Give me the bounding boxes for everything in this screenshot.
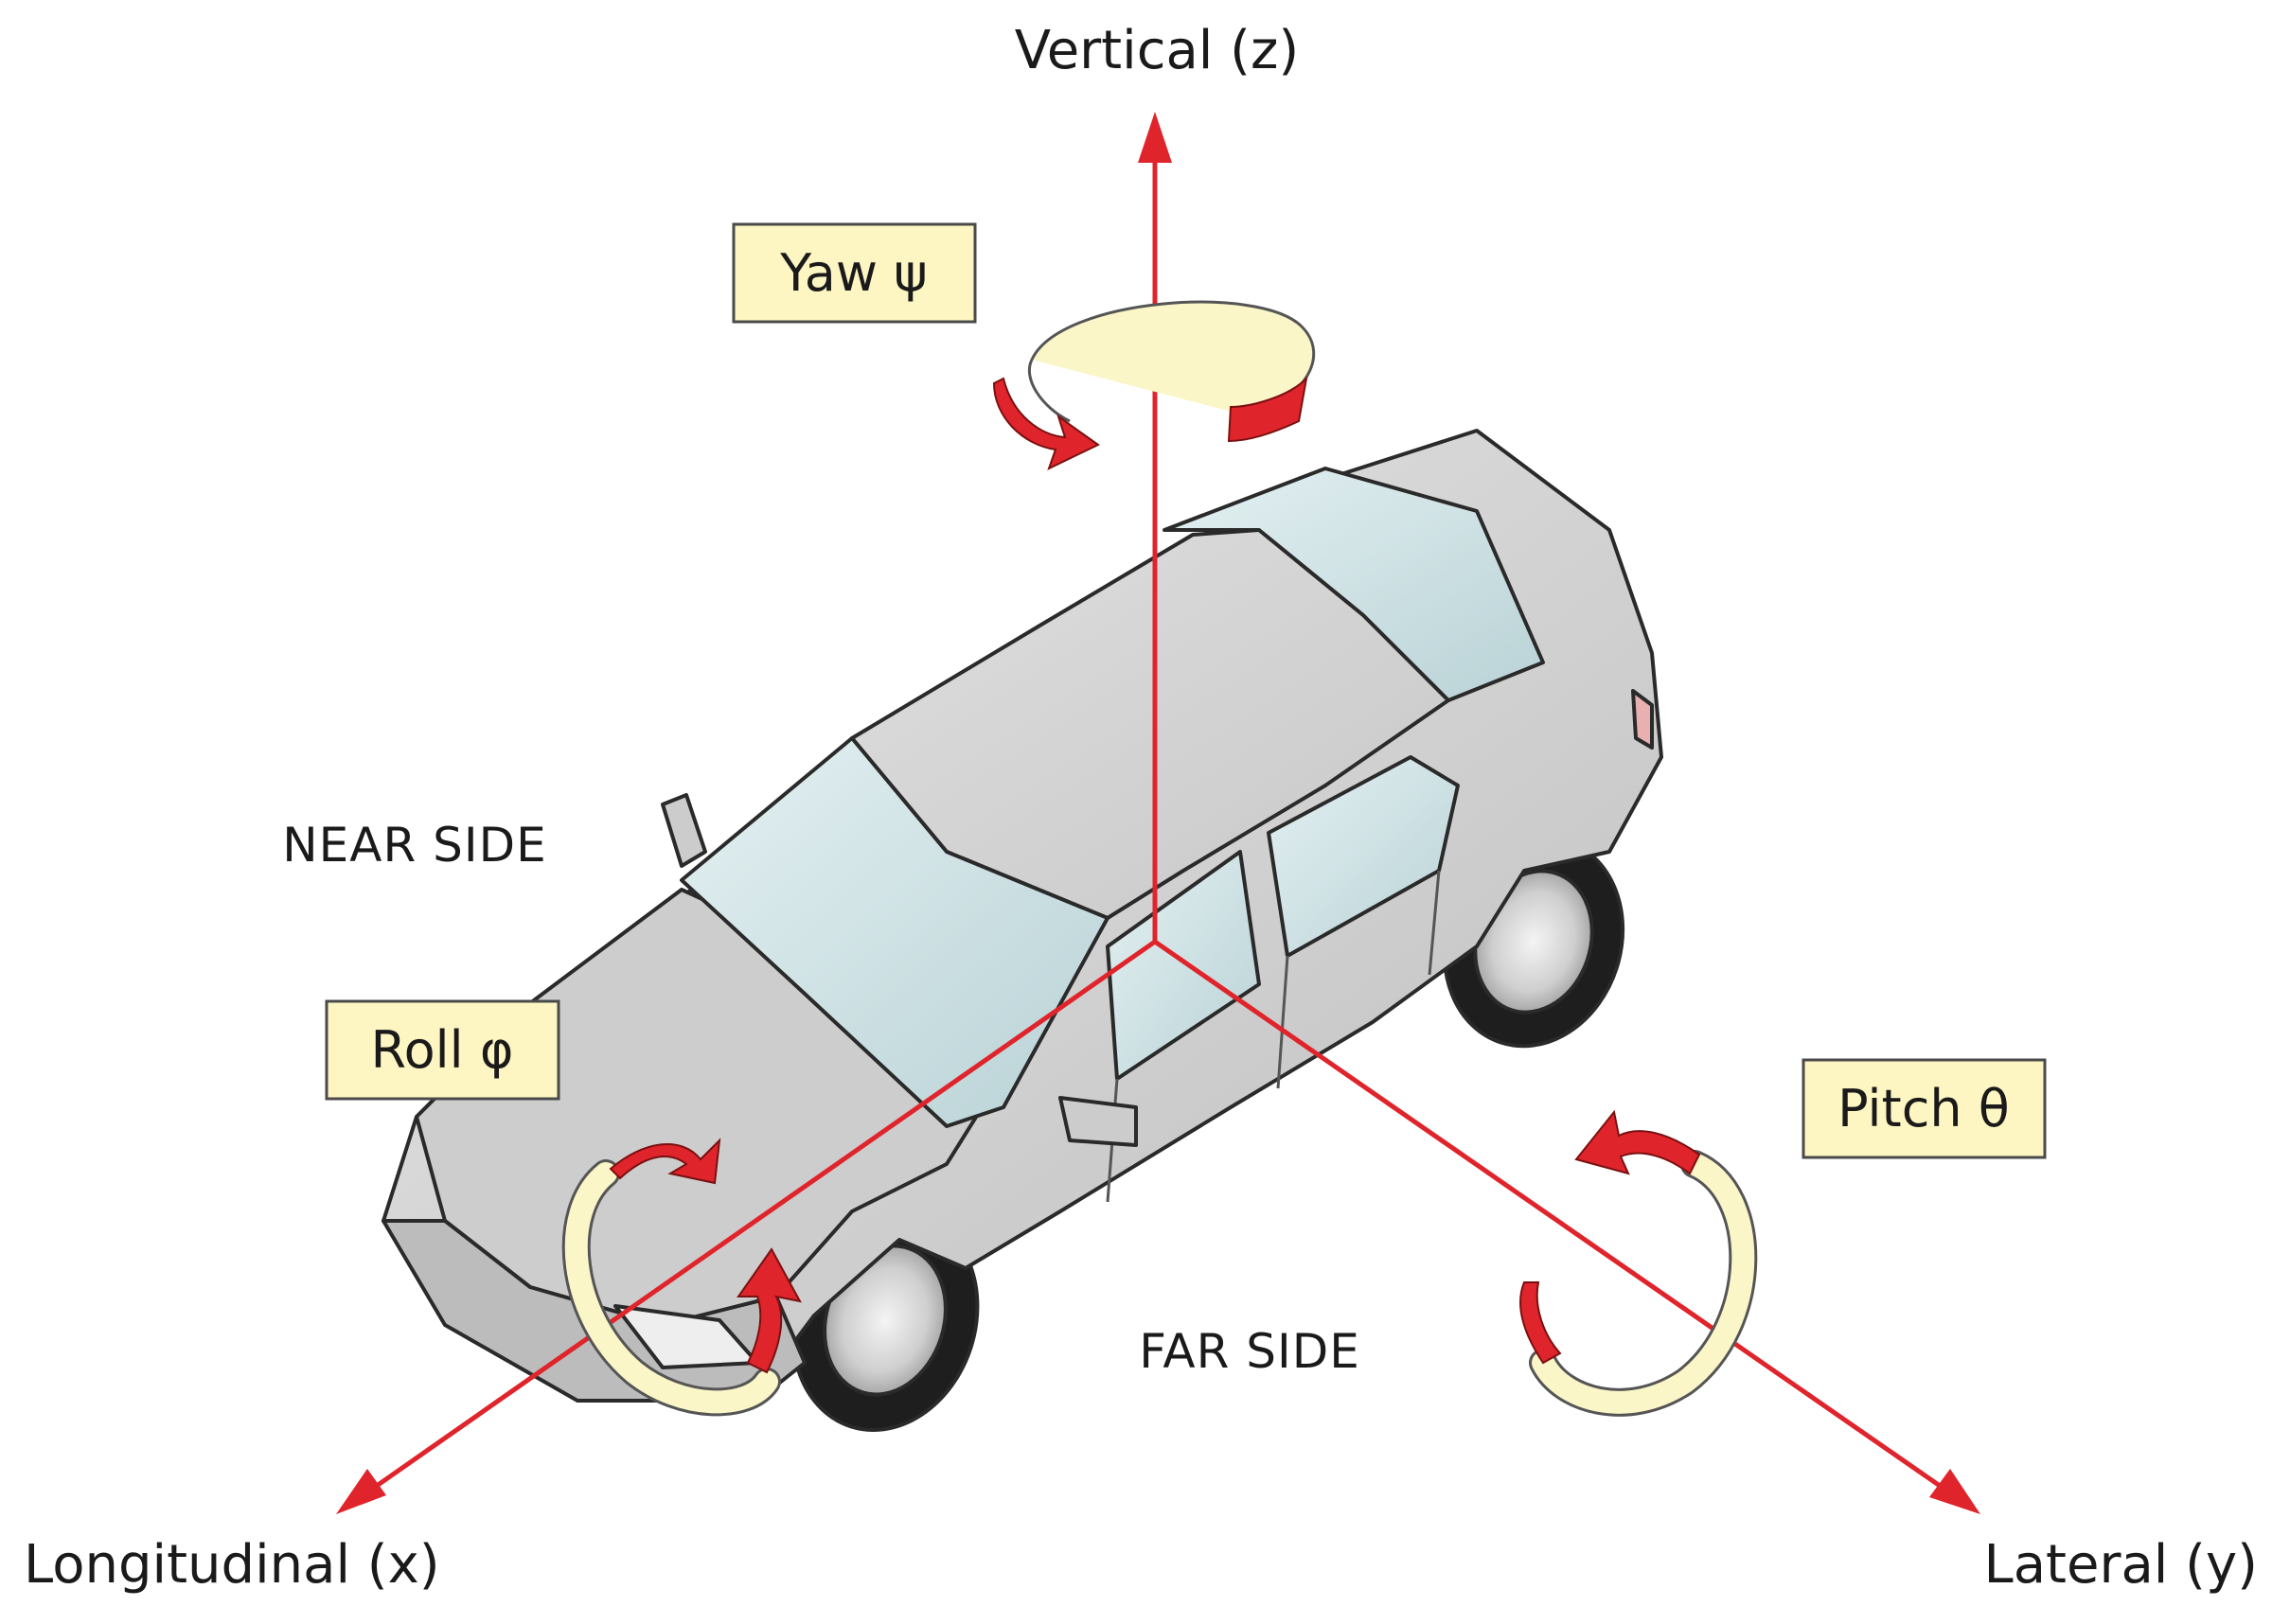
roll-arrow-top [609,1138,721,1185]
roll-rotation-band [561,1138,802,1417]
axes [336,112,1980,1514]
side-mirror-near [661,793,707,868]
yaw-arrow-left [992,377,1100,470]
pitch-label-box: Pitch θ [1802,1058,2047,1159]
pitch-label: Pitch θ [1837,1079,2010,1139]
longitudinal-axis-line [372,939,1157,1491]
pitch-arrow-top [1574,1109,1701,1175]
lateral-axis-label: Lateral (y) [1984,1534,2258,1596]
vertical-axis-arrowhead [1138,112,1172,163]
vertical-axis-label: Vertical (z) [1015,20,1300,81]
rear-window [1163,467,1545,702]
side-mirror-far [1058,1096,1138,1147]
tail-light [1631,689,1654,750]
yaw-arrow-right [1227,376,1308,443]
yaw-label-box: Yaw ψ [732,222,977,324]
far-side-label: FAR SIDE [1139,1324,1360,1379]
roll-label-box: Roll φ [325,999,560,1101]
longitudinal-axis-label: Longitudinal (x) [24,1534,440,1596]
side-window-rear [1267,755,1460,958]
pitch-arrow-bottom [1519,1281,1562,1365]
lateral-axis-arrowhead [1929,1469,1980,1514]
roll-arrow-bottom [737,1247,802,1374]
yaw-label: Yaw ψ [779,243,928,303]
lateral-axis-line [1153,939,1944,1491]
longitudinal-axis-arrowhead [336,1469,386,1514]
yaw-rotation-band [992,300,1316,470]
side-window-front [1106,850,1261,1081]
near-side-label: NEAR SIDE [282,818,546,873]
roll-label: Roll φ [371,1020,514,1080]
pitch-rotation-band [1519,1109,1758,1417]
